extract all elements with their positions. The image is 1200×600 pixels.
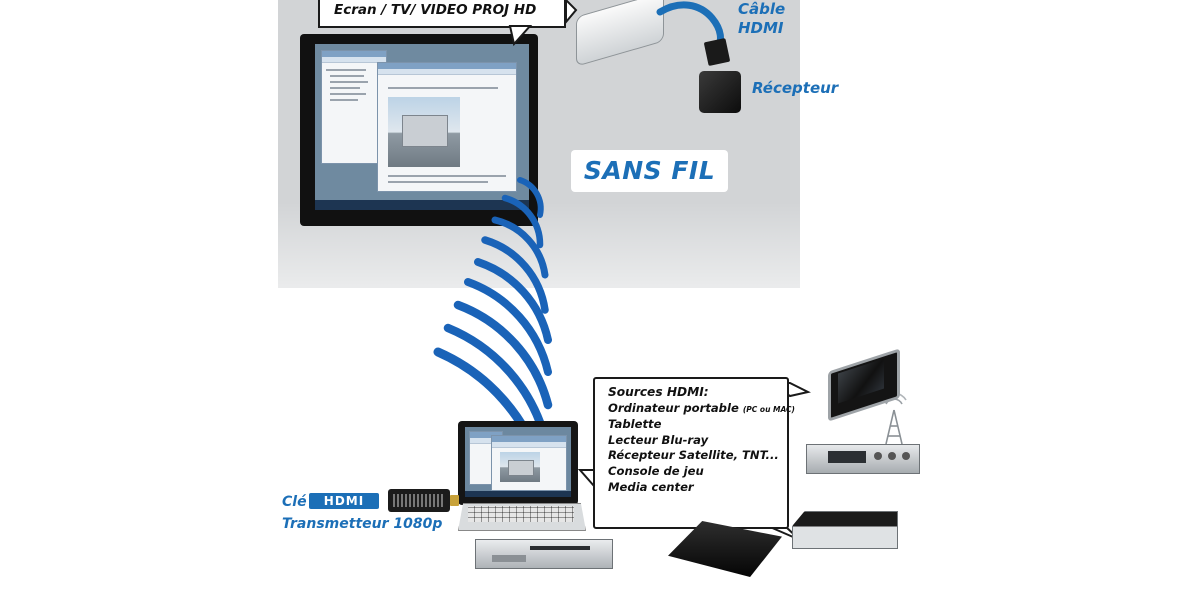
- screen-label: Ecran / TV/ VIDEO PROJ HD: [334, 2, 537, 18]
- tv-window-explorer: [321, 50, 387, 164]
- source-item-main: Récepteur Satellite, TNT...: [608, 448, 779, 463]
- sources-title: Sources HDMI:: [608, 385, 709, 399]
- set-top-box-icon: [792, 511, 898, 549]
- source-item: Lecteur Blu-ray: [608, 433, 787, 449]
- source-item-main: Lecteur Blu-ray: [608, 432, 709, 447]
- cable-label-line1: Câble: [738, 0, 786, 18]
- source-item-main: Ordinateur portable: [608, 400, 739, 415]
- source-item: Récepteur Satellite, TNT...: [608, 448, 787, 464]
- source-item: Ordinateur portable (PC ou MAC): [608, 400, 795, 418]
- satellite-button: [874, 452, 882, 460]
- source-item: Tablette: [608, 417, 787, 433]
- wireless-label: SANS FIL: [571, 150, 728, 192]
- satellite-button: [902, 452, 910, 460]
- source-item-note: (PC ou MAC): [742, 404, 795, 414]
- transmitter-label: Transmetteur 1080p: [282, 516, 443, 532]
- hdmi-logo-text: HDMI: [323, 494, 365, 508]
- tv-taskbar: [315, 200, 529, 210]
- sources-pointer-left: [577, 469, 595, 489]
- dvd-slot: [530, 546, 590, 550]
- key-prefix-label: Clé: [282, 494, 307, 510]
- source-item-main: Tablette: [608, 417, 662, 432]
- source-item: Console de jeu: [608, 464, 787, 480]
- satellite-display: [828, 451, 866, 463]
- tv-window-document: [377, 62, 517, 192]
- dongle-connector: [450, 495, 459, 506]
- satellite-button: [888, 452, 896, 460]
- dongle-grill: [393, 494, 445, 507]
- receiver-icon: [699, 71, 741, 113]
- screen-callout: Ecran / TV/ VIDEO PROJ HD: [318, 0, 566, 28]
- source-item-main: Media center: [608, 479, 694, 494]
- receiver-label: Récepteur: [752, 79, 839, 97]
- laptop-keyboard: [468, 506, 574, 522]
- laptop-window-document: [491, 435, 567, 491]
- laptop-display: [465, 427, 571, 497]
- tv-display: [315, 44, 529, 210]
- source-item: Media center: [608, 480, 787, 496]
- dvd-player-icon: [475, 539, 613, 569]
- dvd-tray: [492, 555, 526, 562]
- sources-callout: Sources HDMI: Ordinateur portable (PC ou…: [593, 377, 795, 529]
- screen-callout-arrow: [565, 0, 578, 25]
- hdmi-logo: HDMI: [309, 493, 379, 509]
- source-item-main: Console de jeu: [608, 463, 704, 478]
- cable-label: Câble HDMI: [738, 0, 785, 38]
- screen-callout-pointer: [508, 25, 533, 47]
- hdmi-plug: [704, 38, 730, 66]
- cable-label-line2: HDMI: [738, 19, 784, 37]
